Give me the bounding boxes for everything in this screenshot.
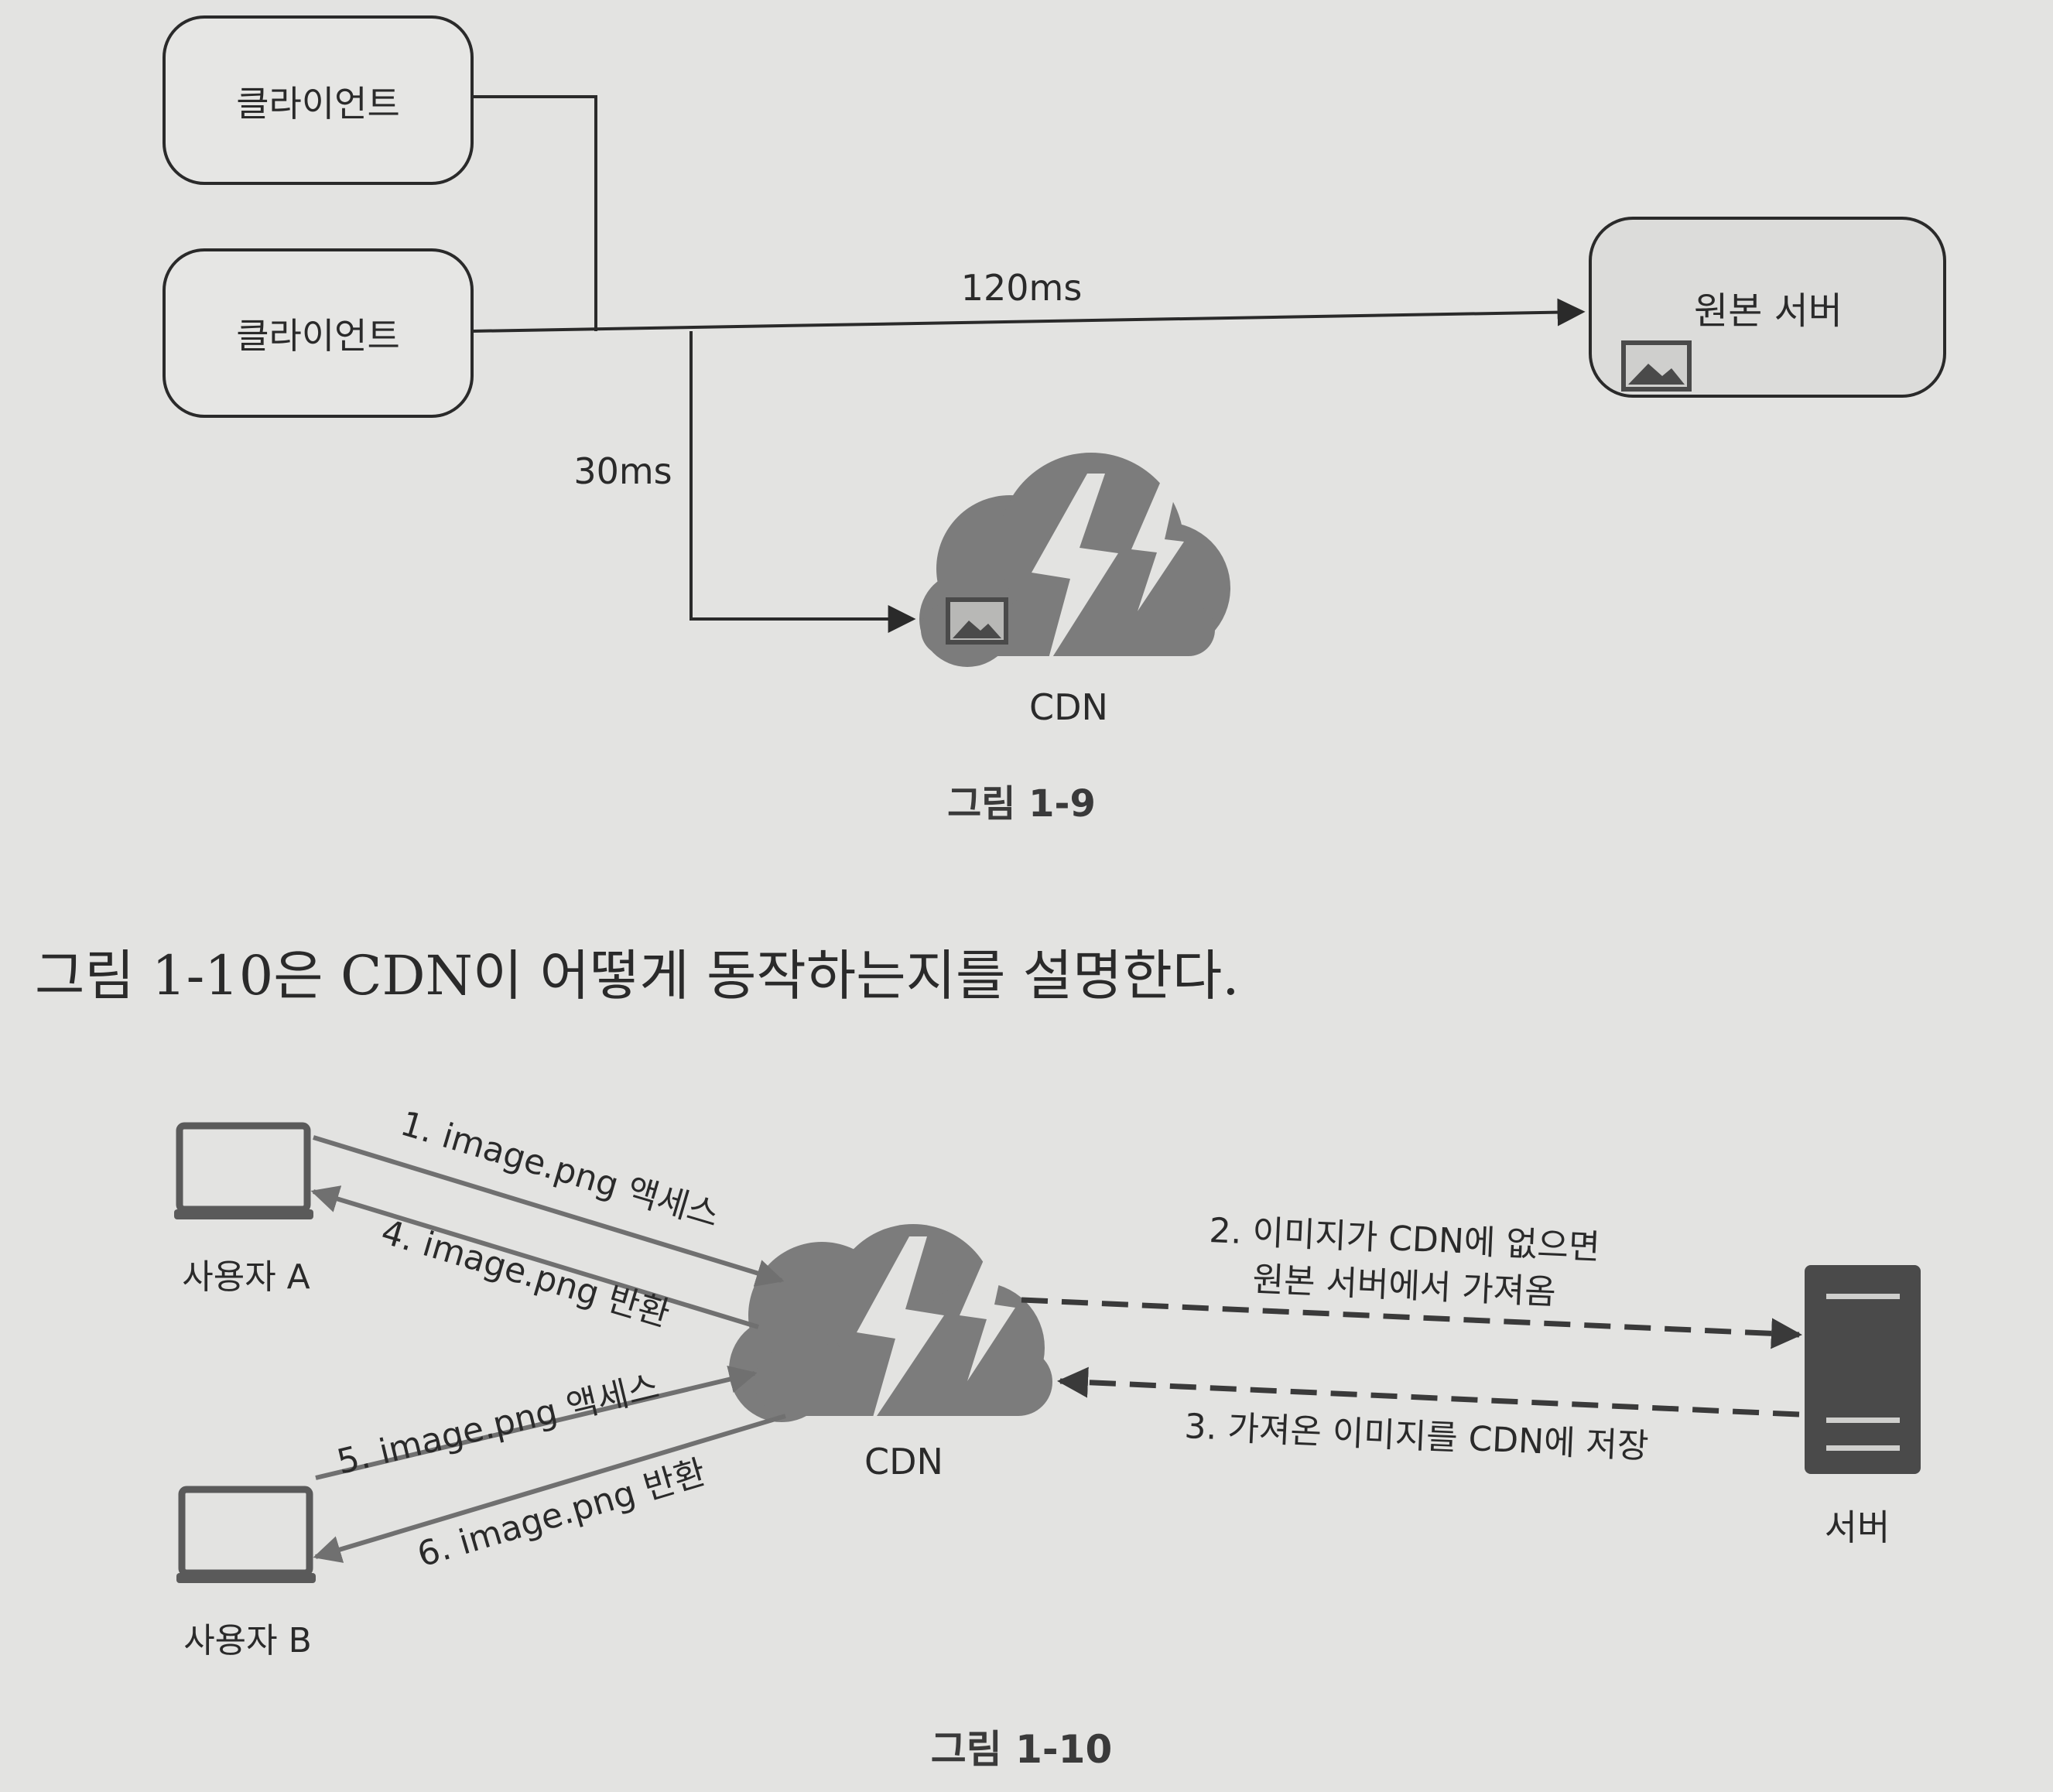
laptop-icon [174,1122,313,1219]
step2-label-line1: 2. 이미지가 CDN에 없으면 [1209,1211,1601,1267]
figure-caption: 그림 1-9 [947,782,1096,826]
laptop-icon [176,1486,316,1583]
origin-server-label: 원본 서버 [1694,289,1843,333]
arrow-step2 [1021,1297,1802,1349]
client-label-top: 클라이언트 [236,83,400,125]
step5-label: 5. image.png 액세스 [334,1367,663,1483]
figure-1-10: 사용자 A 사용자 B CDN [174,1104,1921,1772]
user-b-label: 사용자 B [183,1621,312,1660]
cdn-label: CDN [864,1441,943,1483]
arrow-step1 [313,1135,785,1287]
figure-caption: 그림 1-10 [931,1727,1113,1772]
step1-label: 1. image.png 액세스 [396,1104,724,1236]
server-icon [1805,1265,1921,1474]
step4-label: 4. image.png 반환 [377,1212,674,1335]
step2-label-line2: 원본 서버에서 가져옴 [1252,1260,1557,1312]
figure-1-9: 클라이언트 클라이언트 120ms 30ms 원본 서버 [163,15,1946,826]
arrow-step4 [310,1185,759,1329]
lightning-icon [857,1236,1015,1425]
body-paragraph: 그림 1-10은 CDN이 어떻게 동작하는지를 설명한다. [35,944,1240,1007]
step3-label: 3. 가져온 이미지를 CDN에 저장 [1184,1407,1650,1466]
cdn-cloud-icon [729,1224,1052,1425]
server-label: 서버 [1825,1506,1890,1548]
client-box-top: 클라이언트 [163,15,474,185]
arrow-step3 [1057,1366,1800,1418]
client-box-bottom: 클라이언트 [163,248,474,418]
client-label-bottom: 클라이언트 [236,315,400,357]
cdn-cloud-icon [919,453,1230,667]
cdn-label: CDN [1029,686,1108,728]
arrow-to-origin [471,298,1586,333]
arrow-step5 [315,1365,758,1480]
latency-cdn-label: 30ms [573,450,672,492]
user-a-label: 사용자 A [182,1257,310,1297]
connector-top-client [472,95,597,331]
image-icon [1621,340,1692,392]
latency-origin-label: 120ms [961,267,1083,309]
lightning-icon [1032,474,1184,667]
origin-server-box: 원본 서버 [1589,217,1946,398]
arrow-step6 [313,1414,786,1563]
arrow-to-cdn [689,331,916,633]
image-icon [946,597,1008,645]
